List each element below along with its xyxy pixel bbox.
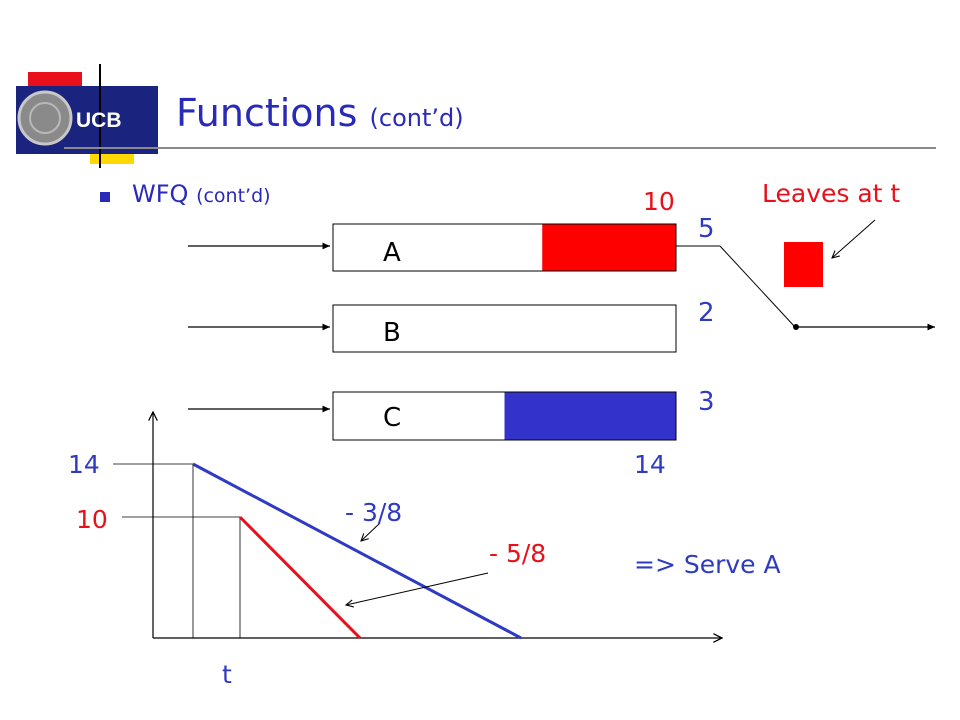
- queue-c: [332, 391, 677, 441]
- title-main: Functions: [176, 91, 358, 135]
- time-label: t: [222, 660, 232, 689]
- red-decline-line: [238, 515, 362, 640]
- blue-decline-line: [192, 462, 522, 640]
- queue-a-box: [332, 223, 677, 272]
- queue-c-label: C: [383, 403, 402, 433]
- leaves-pointer: [832, 219, 876, 258]
- departing-packet: [784, 242, 823, 287]
- y-tick-14: 14: [68, 450, 100, 479]
- switch-pivot: [793, 324, 799, 330]
- leaves-label: Leaves at t: [762, 179, 901, 208]
- bullet-marker: [100, 192, 110, 202]
- queue-b-weight: 2: [698, 298, 715, 328]
- queue-c-finish-label: 14: [634, 450, 666, 479]
- queue-a-finish-label: 10: [643, 187, 675, 216]
- queue-c-box: [332, 391, 677, 441]
- page-title: Functions (cont’d): [176, 94, 464, 132]
- bullet-main: WFQ: [132, 180, 189, 208]
- queue-b-box: [332, 304, 677, 353]
- slope-blue-pointer: [361, 522, 381, 541]
- queue-a-fill: [542, 224, 676, 271]
- queue-b: [332, 304, 677, 353]
- slope-red-pointer: [346, 572, 489, 605]
- slope-red-label: - 5/8: [489, 539, 547, 568]
- queue-b-label: B: [383, 318, 401, 348]
- queue-a: [332, 223, 677, 272]
- logo: UCB: [16, 64, 936, 168]
- bullet-text: WFQ (cont’d): [132, 182, 271, 206]
- title-sub: (cont’d): [369, 104, 464, 132]
- queue-a-weight: 5: [698, 214, 715, 244]
- logo-seal-icon: [17, 90, 73, 146]
- decision-label: => Serve A: [634, 550, 781, 579]
- logo-seal-inner-icon: [29, 102, 61, 134]
- queue-c-weight: 3: [698, 387, 715, 417]
- y-tick-10: 10: [76, 505, 108, 534]
- queue-c-fill: [504, 392, 676, 440]
- switch-arm: [719, 245, 796, 328]
- queue-a-label: A: [383, 238, 401, 268]
- logo-text: UCB: [76, 109, 122, 132]
- slope-blue-label: - 3/8: [345, 498, 403, 527]
- bullet-sub: (cont’d): [196, 185, 271, 207]
